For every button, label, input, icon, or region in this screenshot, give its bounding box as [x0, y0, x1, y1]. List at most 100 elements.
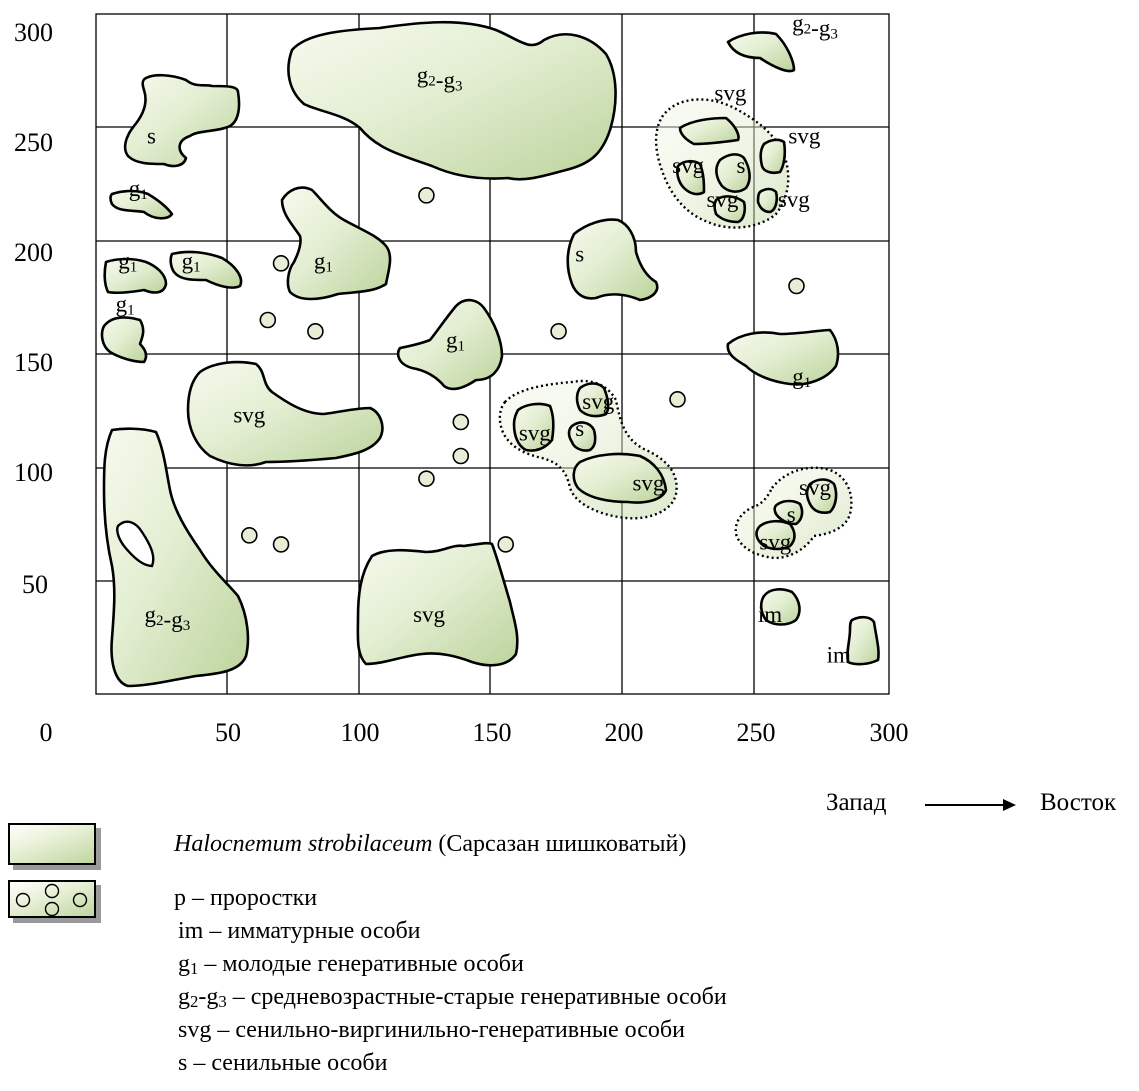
patch-label: svg [519, 421, 551, 446]
seedling-marker [418, 187, 435, 204]
seedling-marker [452, 447, 470, 465]
patch-label: g1 [118, 249, 137, 276]
patch-label: svg [233, 403, 265, 428]
direction-west-label: Запад [826, 789, 887, 816]
seedling-marker [418, 470, 435, 487]
patch-im-se-edge [846, 615, 880, 666]
patch-g1-nw-small [109, 189, 174, 220]
patch-svg-ne-bottom [713, 195, 747, 224]
patch-svg-ne-top [678, 116, 740, 146]
seedling-marker [788, 277, 805, 295]
patch-g2g3-sw-hole [116, 520, 155, 568]
x-tick-label: 150 [472, 718, 512, 747]
legend-species-russian: (Сарсазан шишковатый) [438, 831, 687, 857]
patch-label: s [787, 502, 796, 527]
x-tick-label: 0 [39, 718, 53, 747]
patch-g1-w [103, 257, 168, 295]
patch-g2g3-ne [726, 31, 796, 73]
patch-label: g2-g3 [145, 602, 191, 634]
x-tick-label: 250 [736, 718, 776, 747]
patch-label: g2-g3 [417, 63, 463, 95]
x-tick-label: 100 [340, 718, 380, 747]
plant-patches [100, 20, 880, 688]
patch-label: s [736, 153, 745, 178]
legend-species-latin: Halocnemum strobilaceum [174, 831, 433, 857]
legend-item: im – имматурные особи [178, 918, 421, 944]
y-tick-label: 200 [14, 238, 53, 267]
patch-g1-edge [100, 316, 148, 364]
patch-label: svg [759, 530, 791, 555]
patch-s-se [773, 499, 804, 526]
direction-east-label: Восток [1040, 789, 1117, 816]
y-tick-label: 250 [14, 128, 53, 157]
direction-arrow [925, 799, 1016, 811]
x-tick-label: 300 [869, 718, 909, 747]
patch-svg-ne-right [759, 138, 787, 175]
patch-svg-center-top [575, 382, 610, 418]
patch-label: s [575, 242, 584, 267]
patch-label: svg [799, 475, 831, 500]
patch-s-nw [123, 73, 241, 168]
patch-label: svg [706, 187, 738, 212]
seedling-marker [550, 323, 567, 340]
patch-label: svg [672, 153, 704, 178]
patch-svg-ne-br [756, 187, 779, 214]
seedling-marker [272, 536, 290, 553]
patch-label: g1 [792, 364, 811, 391]
patch-g1-center [396, 298, 504, 391]
legend-item: g1 – молодые генеративные особи [178, 951, 524, 978]
patch-label: svg [582, 389, 614, 414]
patch-g2g3-sw [102, 427, 250, 688]
patch-svg-se-right [805, 478, 838, 515]
patch-label: svg [778, 187, 810, 212]
y-tick-label: 50 [22, 570, 48, 599]
legend-item: svg – сенильно-виргинильно-генеративные … [178, 1017, 685, 1043]
patch-label: svg [788, 124, 820, 149]
legend-species: Halocnemum strobilaceum (Сарсазан шишков… [174, 831, 686, 858]
patch-label: g1 [129, 176, 148, 203]
patch-label: svg [413, 602, 445, 627]
patch-label: g1 [446, 328, 465, 355]
patch-s-ne [715, 153, 751, 193]
y-tick-label: 100 [14, 458, 53, 487]
seedling-marker [307, 323, 324, 340]
patch-svg-se-bottom [755, 519, 796, 551]
seedling-marker [497, 536, 515, 553]
seedling-marker [452, 413, 470, 431]
patch-label: g1 [182, 249, 201, 276]
patch-label: g1 [314, 249, 333, 276]
patch-g1-w2 [169, 250, 243, 289]
patch-label: svg [714, 81, 746, 106]
seedling-marker [259, 311, 277, 329]
patch-svg-south [356, 541, 519, 667]
seedling-marker [669, 391, 686, 408]
patch-svg-ne-left [675, 159, 706, 196]
seedlings-layer [241, 187, 805, 553]
patch-s-center [566, 218, 659, 302]
patch-svg-center-bottom [572, 452, 668, 504]
patch-label: s [575, 416, 584, 441]
patch-g1-center-top [280, 186, 392, 301]
patch-s-center-small [567, 421, 597, 452]
x-tick-label: 200 [604, 718, 644, 747]
legend-item: р – проростки [174, 885, 318, 911]
seedling-marker [241, 527, 258, 544]
patch-label: im [758, 602, 782, 627]
patch-label: svg [632, 471, 664, 496]
seedling-circles-icon [15, 883, 88, 917]
patch-svg-center-left [512, 402, 555, 452]
patch-label: g1 [116, 292, 135, 319]
legend-swatch-species [8, 823, 96, 865]
patch-label: im [827, 643, 851, 668]
patch-g2g3-large-top [287, 20, 617, 181]
patch-g1-east [726, 328, 840, 386]
legend-item: s – сенильные особи [178, 1050, 388, 1076]
legend-item: g2-g3 – средневозрастные-старые генерати… [178, 984, 727, 1011]
legend-swatch-seedlings [8, 880, 96, 918]
patch-label: s [147, 124, 156, 149]
seedling-marker [272, 255, 290, 272]
x-tick-label: 50 [215, 718, 241, 747]
patch-svg-west [186, 360, 384, 467]
